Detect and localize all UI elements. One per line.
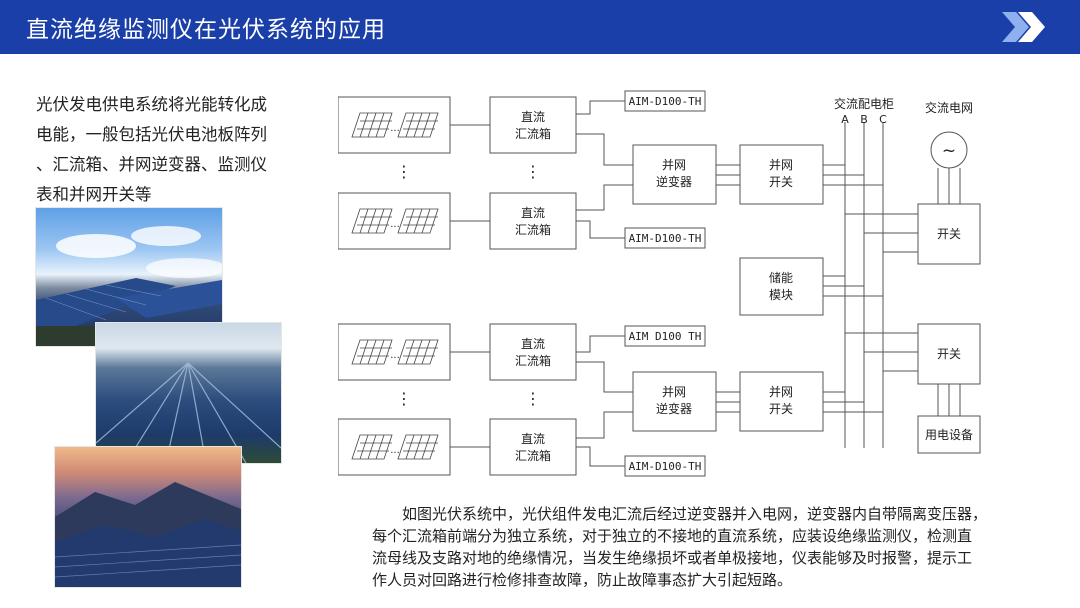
caption-line: 作人员对回路进行检修排查故障，防止故障事态扩大引起短路。 (372, 571, 793, 589)
svg-text:汇流箱: 汇流箱 (515, 448, 551, 463)
svg-text:直流: 直流 (521, 432, 545, 446)
insulation-monitor-label: AIM-D100-TH (629, 460, 702, 473)
intro-line: 、汇流箱、并网逆变器、监测仪 (36, 155, 267, 174)
svg-text:⋮: ⋮ (525, 389, 541, 408)
intro-line: 表和并网开关等 (36, 185, 152, 204)
double-chevron-right-icon (1002, 12, 1045, 42)
mountain-solar-photo (55, 447, 241, 587)
svg-text:汇流箱: 汇流箱 (515, 222, 551, 237)
ac-grid-label: 交流电网 (925, 100, 973, 115)
phase-label: B (860, 113, 868, 126)
intro-line: 电能，一般包括光伏电池板阵列 (36, 125, 267, 144)
svg-text:开关: 开关 (769, 175, 793, 189)
svg-text:汇流箱: 汇流箱 (515, 353, 551, 368)
insulation-monitor-label: AIM D100 TH (629, 330, 702, 343)
caption-line: 如图光伏系统中，光伏组件发电汇流后经过逆变器并入电网，逆变器内自带隔离变压器， (402, 505, 988, 523)
switch-box: 开关 (937, 227, 961, 241)
ac-cabinet-label: 交流配电柜 (834, 96, 894, 111)
ac-source-icon (930, 131, 968, 169)
energy-storage-module: 储能 模块 (769, 270, 793, 302)
svg-text:⋮: ⋮ (525, 162, 541, 181)
svg-text:⋮: ⋮ (396, 162, 412, 181)
phase-label: A (841, 113, 849, 126)
svg-text:⋮: ⋮ (396, 389, 412, 408)
switch-box: 开关 (937, 347, 961, 361)
combiner-box: 直流 汇流箱 (515, 206, 551, 237)
load-equipment: 用电设备 (925, 428, 973, 442)
intro-text: 光伏发电供电系统将光能转化成 电能，一般包括光伏电池板阵列 、汇流箱、并网逆变器… (36, 90, 298, 210)
grid-switch: 并网 开关 (769, 385, 793, 416)
svg-text:逆变器: 逆变器 (656, 174, 692, 189)
svg-text:模块: 模块 (769, 288, 793, 302)
svg-text:并网: 并网 (662, 385, 686, 399)
svg-text:汇流箱: 汇流箱 (515, 126, 551, 141)
solar-farm-water-photo (96, 323, 281, 463)
svg-text:直流: 直流 (521, 110, 545, 124)
caption-line: 流母线及支路对地的绝缘情况，当发生绝缘损坏或者单极接地，仪表能够及时报警，提示工 (372, 549, 973, 567)
svg-text:开关: 开关 (769, 402, 793, 416)
insulation-monitor-label: AIM-D100-TH (629, 232, 702, 245)
svg-text:储能: 储能 (769, 270, 793, 285)
svg-text:并网: 并网 (769, 158, 793, 172)
pv-system-diagram: ... ⋮ ⋮ ⋮ ⋮ (338, 90, 981, 477)
insulation-monitor-label: AIM-D100-TH (629, 95, 702, 108)
combiner-box: 直流 汇流箱 (515, 432, 551, 463)
svg-text:并网: 并网 (769, 385, 793, 399)
pv-array-ellipsis: ⋮ ⋮ ⋮ ⋮ (396, 162, 541, 408)
page-title: 直流绝缘监测仪在光伏系统的应用 (26, 17, 386, 43)
grid-inverter: 并网 逆变器 (656, 385, 692, 416)
grid-inverter: 并网 逆变器 (656, 158, 692, 189)
diagram-caption: 如图光伏系统中，光伏组件发电汇流后经过逆变器并入电网，逆变器内自带隔离变压器， … (372, 503, 988, 591)
ac-wave-icon: ~ (942, 141, 956, 161)
grid-switch: 并网 开关 (769, 158, 793, 189)
combiner-box: 直流 汇流箱 (515, 110, 551, 141)
svg-text:直流: 直流 (521, 337, 545, 351)
phase-label: C (879, 113, 887, 126)
svg-text:并网: 并网 (662, 158, 686, 172)
header-bar: 直流绝缘监测仪在光伏系统的应用 (0, 0, 1080, 54)
svg-text:直流: 直流 (521, 206, 545, 220)
combiner-box: 直流 汇流箱 (515, 337, 551, 368)
svg-text:逆变器: 逆变器 (656, 401, 692, 416)
intro-line: 光伏发电供电系统将光能转化成 (36, 95, 267, 114)
caption-line: 每个汇流箱前端分为独立系统，对于独立的不接地的直流系统，应装设绝缘监测仪，检测直 (372, 527, 973, 545)
